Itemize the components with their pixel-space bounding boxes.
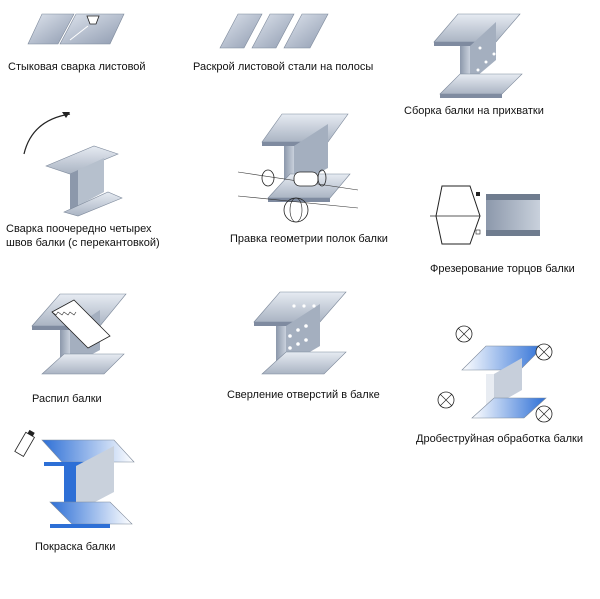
caption-painting: Покраска балки — [35, 541, 116, 553]
rotation-arrow-icon — [23, 113, 71, 155]
caption-beam-sawing: Распил балки — [32, 393, 102, 405]
shot-blasting-illustration — [437, 325, 553, 423]
caption-shot-blasting: Дробеструйная обработка балки — [416, 433, 583, 445]
tack-beam-illustration — [433, 13, 523, 98]
caption-hole-drilling: Сверление отверстий в балке — [227, 389, 380, 401]
caption-butt-welding: Стыковая сварка листовой — [8, 61, 146, 73]
sheet-welding-illustration — [27, 13, 125, 45]
spray-can-icon — [14, 429, 36, 457]
caption-four-seam-welding: Сварка поочередно четырех швов балки (с … — [6, 223, 160, 249]
caption-end-milling: Фрезерование торцов балки — [430, 263, 575, 275]
caption-tack-assembly: Сборка балки на прихватки — [404, 105, 544, 117]
milling-cutter-icon — [435, 185, 481, 245]
milling-illustration — [430, 185, 540, 245]
seam-welding-illustration — [23, 112, 123, 217]
caption-strip-cutting: Раскрой листовой стали на полосы — [193, 61, 374, 73]
welding-torch-icon — [86, 15, 100, 25]
painting-illustration — [14, 429, 135, 528]
caption-flange-straightening: Правка геометрии полок балки — [230, 233, 388, 245]
drilling-illustration — [253, 291, 347, 375]
roller-icon — [293, 171, 319, 187]
saw-blade-icon — [51, 299, 111, 349]
straightening-illustration — [237, 113, 359, 223]
strip-cutting-illustration — [219, 13, 329, 49]
sawing-illustration — [31, 293, 127, 375]
